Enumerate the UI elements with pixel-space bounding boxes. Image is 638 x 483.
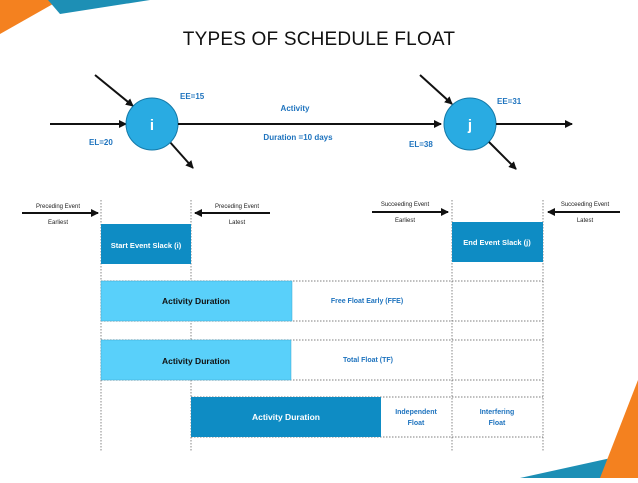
activity-label: Activity (281, 104, 310, 113)
el-i-label: EL=20 (89, 138, 113, 147)
el-j-label: EL=38 (409, 140, 433, 149)
svg-text:Succeeding Event: Succeeding Event (381, 202, 430, 208)
row1-activity-bar (100, 280, 293, 322)
row1-activity-label: Activity Duration (162, 296, 230, 306)
end-event-slack-bar (452, 222, 543, 262)
diag-in-i (94, 74, 134, 107)
diag-in-j (419, 74, 453, 105)
start-event-slack-bar (101, 224, 191, 264)
succeeding-earliest-marker: Succeeding Event Earliest (372, 202, 449, 224)
node-j-label: j (467, 117, 472, 134)
ee-i-label: EE=15 (180, 92, 205, 101)
duration-label: Duration =10 days (263, 133, 333, 142)
node-i-label: i (150, 117, 154, 134)
ee-j-label: EE=31 (497, 97, 522, 106)
end-event-slack-label: End Event Slack (j) (463, 238, 531, 247)
row2-activity-label: Activity Duration (162, 356, 230, 366)
row3-independent-line2: Float (408, 420, 425, 427)
diag-out-i (168, 140, 194, 169)
preceding-earliest-marker: Preceding Event Earliest (22, 204, 99, 226)
svg-text:Succeeding Event: Succeeding Event (561, 202, 610, 208)
succeeding-latest-marker: Succeeding Event Latest (547, 202, 620, 224)
row3-activity-label: Activity Duration (252, 412, 320, 422)
svg-text:Earliest: Earliest (395, 218, 415, 224)
preceding-latest-marker: Preceding Event Latest (194, 204, 270, 226)
top-left-accent-teal (48, 0, 150, 14)
top-left-accent-orange (0, 0, 60, 34)
svg-text:Latest: Latest (229, 220, 246, 226)
row3-activity-bar (191, 397, 381, 437)
row2-float-label: Total Float (TF) (343, 357, 393, 364)
bottom-right-accent-orange (600, 380, 638, 478)
row3-interfering-line2: Float (489, 420, 506, 427)
svg-text:Preceding Event: Preceding Event (215, 204, 259, 210)
svg-text:Preceding Event: Preceding Event (36, 204, 80, 210)
row3-interfering-line1: Interfering (480, 409, 515, 416)
page-title: TYPES OF SCHEDULE FLOAT (182, 29, 456, 50)
start-event-slack-label: Start Event Slack (i) (111, 241, 182, 250)
row3-independent-line1: Independent (395, 409, 437, 416)
row2-activity-bar (100, 339, 292, 381)
svg-text:Earliest: Earliest (48, 220, 68, 226)
row1-float-label: Free Float Early (FFE) (331, 298, 403, 305)
diag-out-j (488, 141, 517, 170)
svg-text:Latest: Latest (577, 218, 594, 224)
